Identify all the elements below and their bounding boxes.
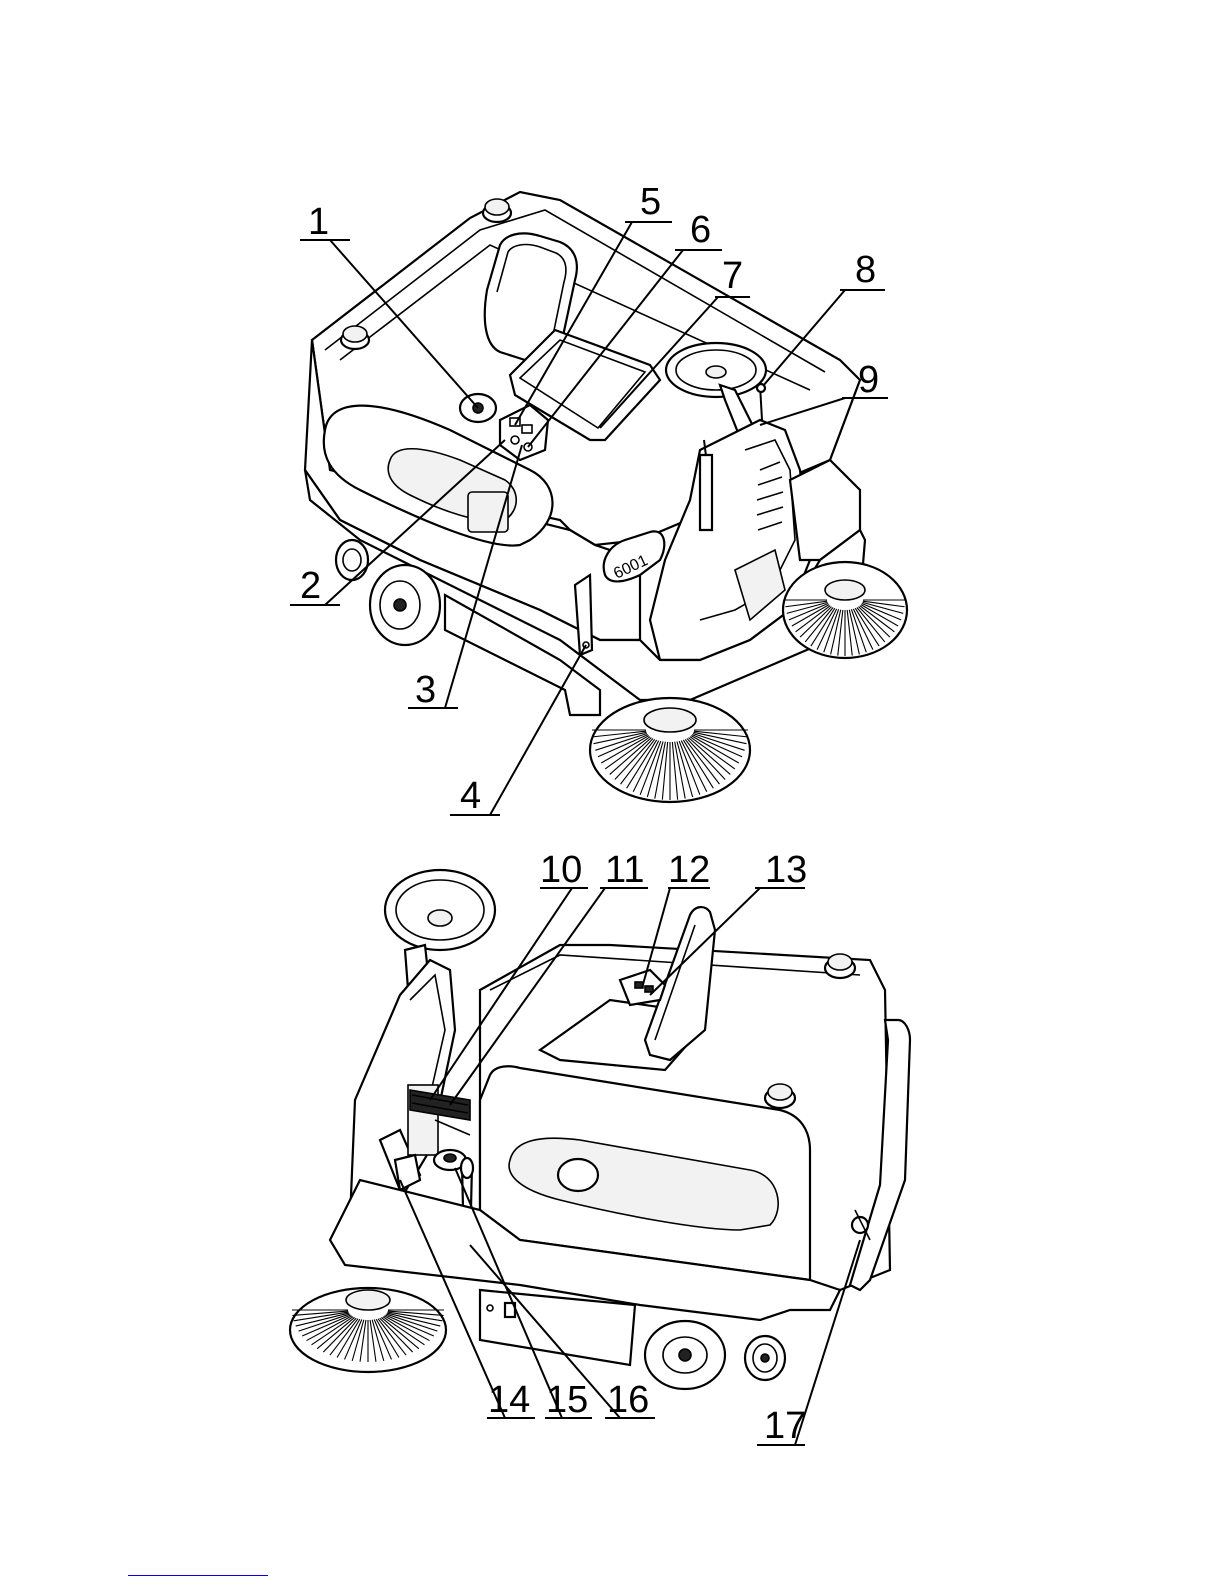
callout-label: 11: [605, 849, 644, 891]
bottom-view-sweeper: [290, 870, 910, 1389]
callout-label: 15: [546, 1379, 588, 1421]
tank-cap-icon: [825, 954, 855, 978]
callout-label: 8: [855, 249, 876, 291]
callout-label: 7: [722, 255, 743, 297]
callout-label: 1: [308, 201, 329, 243]
callout-label: 14: [488, 1379, 530, 1421]
rear-wheel-icon: [370, 565, 440, 645]
callout-label: 9: [858, 359, 879, 401]
callout-label: 5: [640, 181, 661, 223]
rear-wheel-icon: [645, 1321, 725, 1389]
callout-label: 16: [607, 1379, 649, 1421]
callout-label: 2: [300, 565, 321, 607]
tank-window: [558, 1159, 598, 1191]
callout-label: 13: [765, 849, 807, 891]
callout-label: 4: [460, 775, 481, 817]
callout-label: 6: [690, 209, 711, 251]
caster-wheel-icon: [336, 540, 368, 580]
footer-rule: [128, 1575, 268, 1576]
side-brush-right: [783, 562, 907, 658]
callout-label: 10: [540, 849, 582, 891]
callout-label: 17: [764, 1405, 806, 1447]
side-brush-front: [590, 698, 750, 802]
tank-cap-icon: [341, 326, 369, 349]
caster-wheel-icon: [745, 1336, 785, 1380]
callout-label: 12: [668, 849, 710, 891]
pedal: [395, 1155, 420, 1190]
top-view-sweeper: 6001: [305, 192, 907, 802]
tank-cap-icon: [483, 199, 511, 222]
tank-cap-icon: [765, 1084, 795, 1108]
side-brush-left: [290, 1288, 446, 1372]
callout-label: 3: [415, 669, 436, 711]
